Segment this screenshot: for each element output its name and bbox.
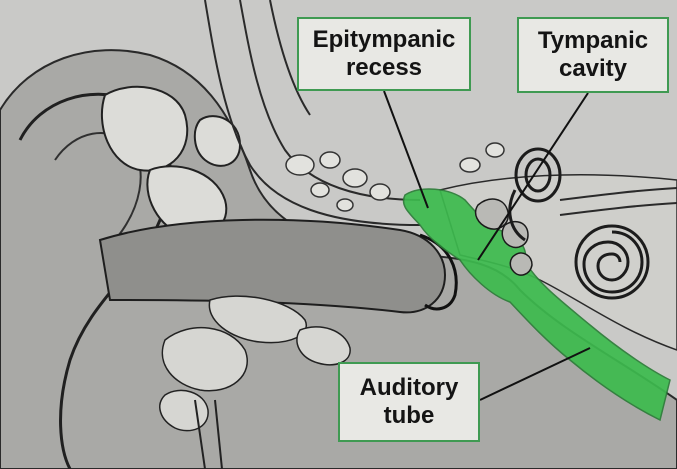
label-auditory-line-1: Auditory bbox=[359, 374, 459, 401]
styloid-process bbox=[194, 399, 223, 469]
label-auditory-tube: Auditory tube bbox=[338, 362, 480, 442]
pointer-tympanic-cavity bbox=[477, 92, 589, 261]
label-tympanic-cavity: Tympanic cavity bbox=[517, 17, 669, 93]
label-epitympanic-recess: Epitympanic recess bbox=[297, 17, 471, 91]
ossicles bbox=[474, 198, 533, 276]
pointer-epitympanic-recess bbox=[383, 90, 429, 209]
cartilage-upper bbox=[100, 85, 242, 237]
label-tympanic-line-1: Tympanic bbox=[537, 27, 649, 54]
vestibulocochlear-nerve bbox=[559, 187, 677, 216]
label-epitympanic-line-1: Epitympanic bbox=[312, 26, 456, 53]
semicircular-canals bbox=[508, 147, 562, 242]
pointer-auditory-tube bbox=[479, 347, 591, 401]
cartilage-lower bbox=[159, 295, 351, 432]
mastoid-air-cells bbox=[285, 142, 505, 212]
temporal-bone-lines bbox=[204, 0, 421, 226]
label-auditory-line-2: tube bbox=[383, 402, 435, 429]
cochlea bbox=[574, 224, 650, 300]
label-tympanic-line-2: cavity bbox=[558, 55, 628, 82]
external-auditory-canal bbox=[98, 218, 447, 314]
label-epitympanic-line-2: recess bbox=[345, 54, 423, 81]
